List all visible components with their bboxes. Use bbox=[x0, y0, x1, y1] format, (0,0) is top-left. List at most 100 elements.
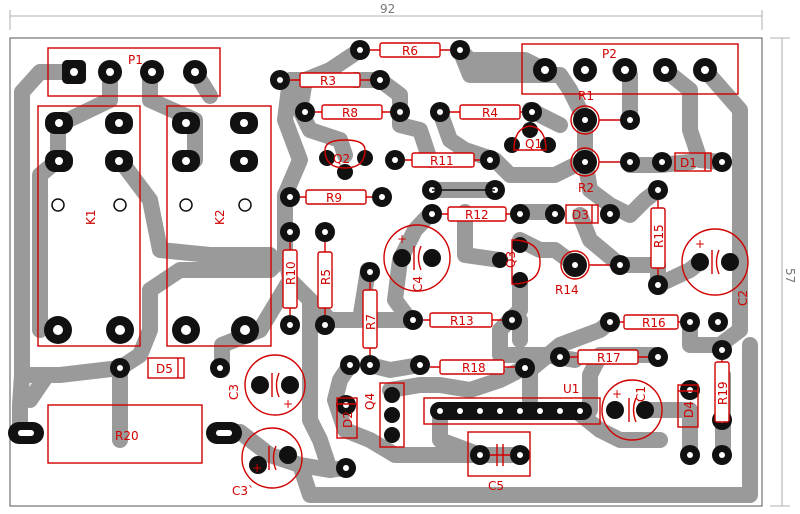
svg-text:R9: R9 bbox=[326, 191, 342, 205]
resistor-r11: R11 bbox=[405, 152, 480, 168]
connector-p1-outline bbox=[47, 47, 221, 97]
resistor-r3: R3 bbox=[290, 72, 370, 88]
relay-k2-outline bbox=[166, 105, 272, 347]
svg-text:Q1: Q1 bbox=[525, 137, 542, 151]
svg-text:Q2: Q2 bbox=[333, 152, 350, 166]
ic-u1: U1 bbox=[423, 382, 601, 425]
resistor-r6: R6 bbox=[370, 42, 450, 58]
capacitor-c5: C5 bbox=[467, 431, 531, 493]
capacitor-c2: + C2 bbox=[681, 228, 750, 306]
resistor-r13: R13 bbox=[423, 312, 502, 328]
dimension-height: 57 bbox=[770, 37, 797, 507]
resistor-r4: R4 bbox=[450, 104, 522, 120]
through-hole-pads bbox=[110, 40, 732, 478]
svg-text:R13: R13 bbox=[450, 314, 474, 328]
svg-text:R3: R3 bbox=[320, 74, 336, 88]
resistor-r1: R1 bbox=[570, 89, 620, 135]
svg-text:+: + bbox=[283, 397, 293, 411]
svg-text:R17: R17 bbox=[597, 351, 621, 365]
svg-text:Q3: Q3 bbox=[504, 251, 518, 268]
resistor-r15: R15 bbox=[650, 200, 666, 275]
svg-text:C2: C2 bbox=[736, 290, 750, 306]
capacitor-c1: + C1 bbox=[601, 379, 663, 441]
transistor-q1: Q1 bbox=[513, 125, 547, 151]
svg-text:R11: R11 bbox=[430, 154, 454, 168]
connector-p2-outline bbox=[521, 43, 739, 95]
resistor-r20-outline bbox=[47, 404, 203, 464]
label-r20: R20 bbox=[115, 429, 139, 443]
diode-d4: D4 bbox=[677, 384, 699, 428]
resistor-r8: R8 bbox=[315, 104, 390, 120]
svg-text:D3: D3 bbox=[572, 208, 589, 222]
svg-text:R10: R10 bbox=[284, 261, 298, 285]
capacitor-c3-second: + C3` bbox=[232, 427, 303, 498]
transistor-q4-pads bbox=[384, 387, 400, 443]
resistor-r18: R18 bbox=[430, 359, 515, 375]
transistor-q2: Q2 bbox=[324, 139, 366, 169]
svg-text:R5: R5 bbox=[319, 269, 333, 285]
transistor-q3: Q3 bbox=[504, 239, 541, 285]
resistor-r17: R17 bbox=[570, 349, 648, 365]
svg-text:C3: C3 bbox=[227, 384, 241, 400]
resistor-r7: R7 bbox=[362, 282, 378, 355]
svg-text:D5: D5 bbox=[156, 362, 173, 376]
capacitor-c4: + C4 bbox=[383, 224, 451, 292]
resistor-r5: R5 bbox=[317, 242, 333, 315]
transistor-q4: Q4 bbox=[363, 382, 405, 448]
svg-text:R8: R8 bbox=[342, 106, 358, 120]
svg-text:C5: C5 bbox=[488, 479, 504, 493]
svg-text:R2: R2 bbox=[578, 181, 594, 195]
diode-d3: D3 bbox=[565, 204, 599, 224]
resistor-r2: R2 bbox=[570, 147, 620, 195]
svg-text:C4: C4 bbox=[411, 276, 425, 292]
svg-text:R18: R18 bbox=[462, 361, 486, 375]
board-outline bbox=[9, 37, 763, 507]
diode-d5: D5 bbox=[147, 357, 185, 379]
ic-u1-pads bbox=[430, 402, 592, 420]
dimension-width-label: 92 bbox=[380, 2, 395, 16]
svg-text:D1: D1 bbox=[680, 156, 697, 170]
connector-p1-pads bbox=[62, 60, 207, 84]
capacitor-pads bbox=[249, 249, 739, 474]
diode-d2: D2 bbox=[336, 397, 358, 439]
diode-d1: D1 bbox=[674, 152, 712, 172]
resistor-r19: R19 bbox=[714, 360, 730, 423]
resistor-r9: R9 bbox=[300, 189, 372, 205]
resistor-r10: R10 bbox=[282, 242, 298, 315]
svg-text:U1: U1 bbox=[563, 382, 579, 396]
svg-text:R15: R15 bbox=[652, 224, 666, 248]
relay-k1-outline bbox=[37, 105, 141, 347]
resistor-r16: R16 bbox=[620, 314, 680, 330]
svg-text:R12: R12 bbox=[465, 208, 489, 222]
svg-text:+: + bbox=[397, 232, 407, 246]
label-p1: P1 bbox=[128, 53, 143, 67]
silkscreen: P1 P2 K1 K2 R20 R6 R3 R8 R4 bbox=[37, 42, 750, 498]
svg-text:+: + bbox=[695, 237, 705, 251]
relay-k1-pads bbox=[44, 112, 134, 344]
svg-text:R14: R14 bbox=[555, 283, 579, 297]
relay-k2-pads bbox=[172, 112, 259, 344]
svg-text:Q4: Q4 bbox=[363, 393, 377, 410]
svg-text:R6: R6 bbox=[402, 44, 418, 58]
connector-p2-pads bbox=[533, 58, 717, 82]
label-k2: K2 bbox=[213, 209, 227, 225]
svg-text:D2: D2 bbox=[341, 411, 355, 428]
svg-text:+: + bbox=[252, 461, 262, 475]
pads bbox=[8, 40, 739, 478]
svg-text:D4: D4 bbox=[682, 401, 696, 418]
resistor-r12: R12 bbox=[442, 206, 510, 222]
dimension-height-label: 57 bbox=[783, 268, 797, 283]
label-p2: P2 bbox=[602, 47, 617, 61]
svg-text:C1: C1 bbox=[634, 386, 648, 402]
label-k1: K1 bbox=[84, 209, 98, 225]
svg-text:R19: R19 bbox=[716, 381, 730, 405]
svg-text:R4: R4 bbox=[482, 106, 498, 120]
svg-text:R1: R1 bbox=[578, 89, 594, 103]
svg-text:R7: R7 bbox=[364, 314, 378, 330]
dimension-width: 92 bbox=[9, 2, 763, 30]
svg-text:+: + bbox=[612, 387, 622, 401]
resistor-r20-pads bbox=[8, 422, 242, 444]
capacitor-c3: + C3 bbox=[227, 354, 306, 416]
